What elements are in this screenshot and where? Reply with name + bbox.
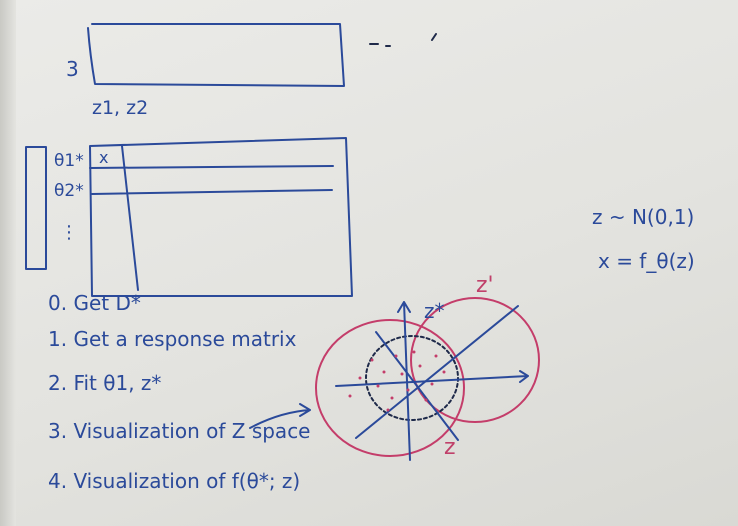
step-1: 1. Get a response matrix (48, 327, 297, 351)
step-0: 0. Get D* (48, 291, 141, 315)
step-2: 2. Fit θ1, z* (48, 371, 161, 395)
top-matrix-row-label: 3 (66, 57, 79, 81)
arrow-to-z-space (249, 403, 311, 429)
equation-2: x = f_θ(z) (598, 249, 695, 273)
steps-list: 0. Get D* 1. Get a response matrix 2. Fi… (48, 291, 311, 493)
label-z-star: z* (424, 299, 445, 323)
side-vector (25, 146, 47, 270)
label-z-prime: z' (476, 273, 494, 298)
equation-1: z ~ N(0,1) (592, 205, 694, 229)
matrix-row-2: θ2* (54, 181, 84, 201)
step-4: 4. Visualization of f(θ*; z) (48, 469, 300, 493)
equations: z ~ N(0,1) x = f_θ(z) (592, 205, 695, 273)
latent-space-diagram: z* z' z (315, 273, 540, 461)
step-3: 3. Visualization of Z space (48, 419, 311, 443)
matrix-row-1: θ1* (54, 151, 84, 171)
board-frame (0, 0, 16, 526)
matrix-row-dots: ⋮ (60, 222, 78, 243)
top-matrix: 3 z1, z2 (66, 23, 437, 119)
top-matrix-col-label: z1, z2 (92, 97, 148, 119)
response-matrix: x θ1* θ2* ⋮ (54, 137, 353, 297)
matrix-cell-x: x (99, 148, 108, 167)
label-z: z (444, 435, 456, 460)
